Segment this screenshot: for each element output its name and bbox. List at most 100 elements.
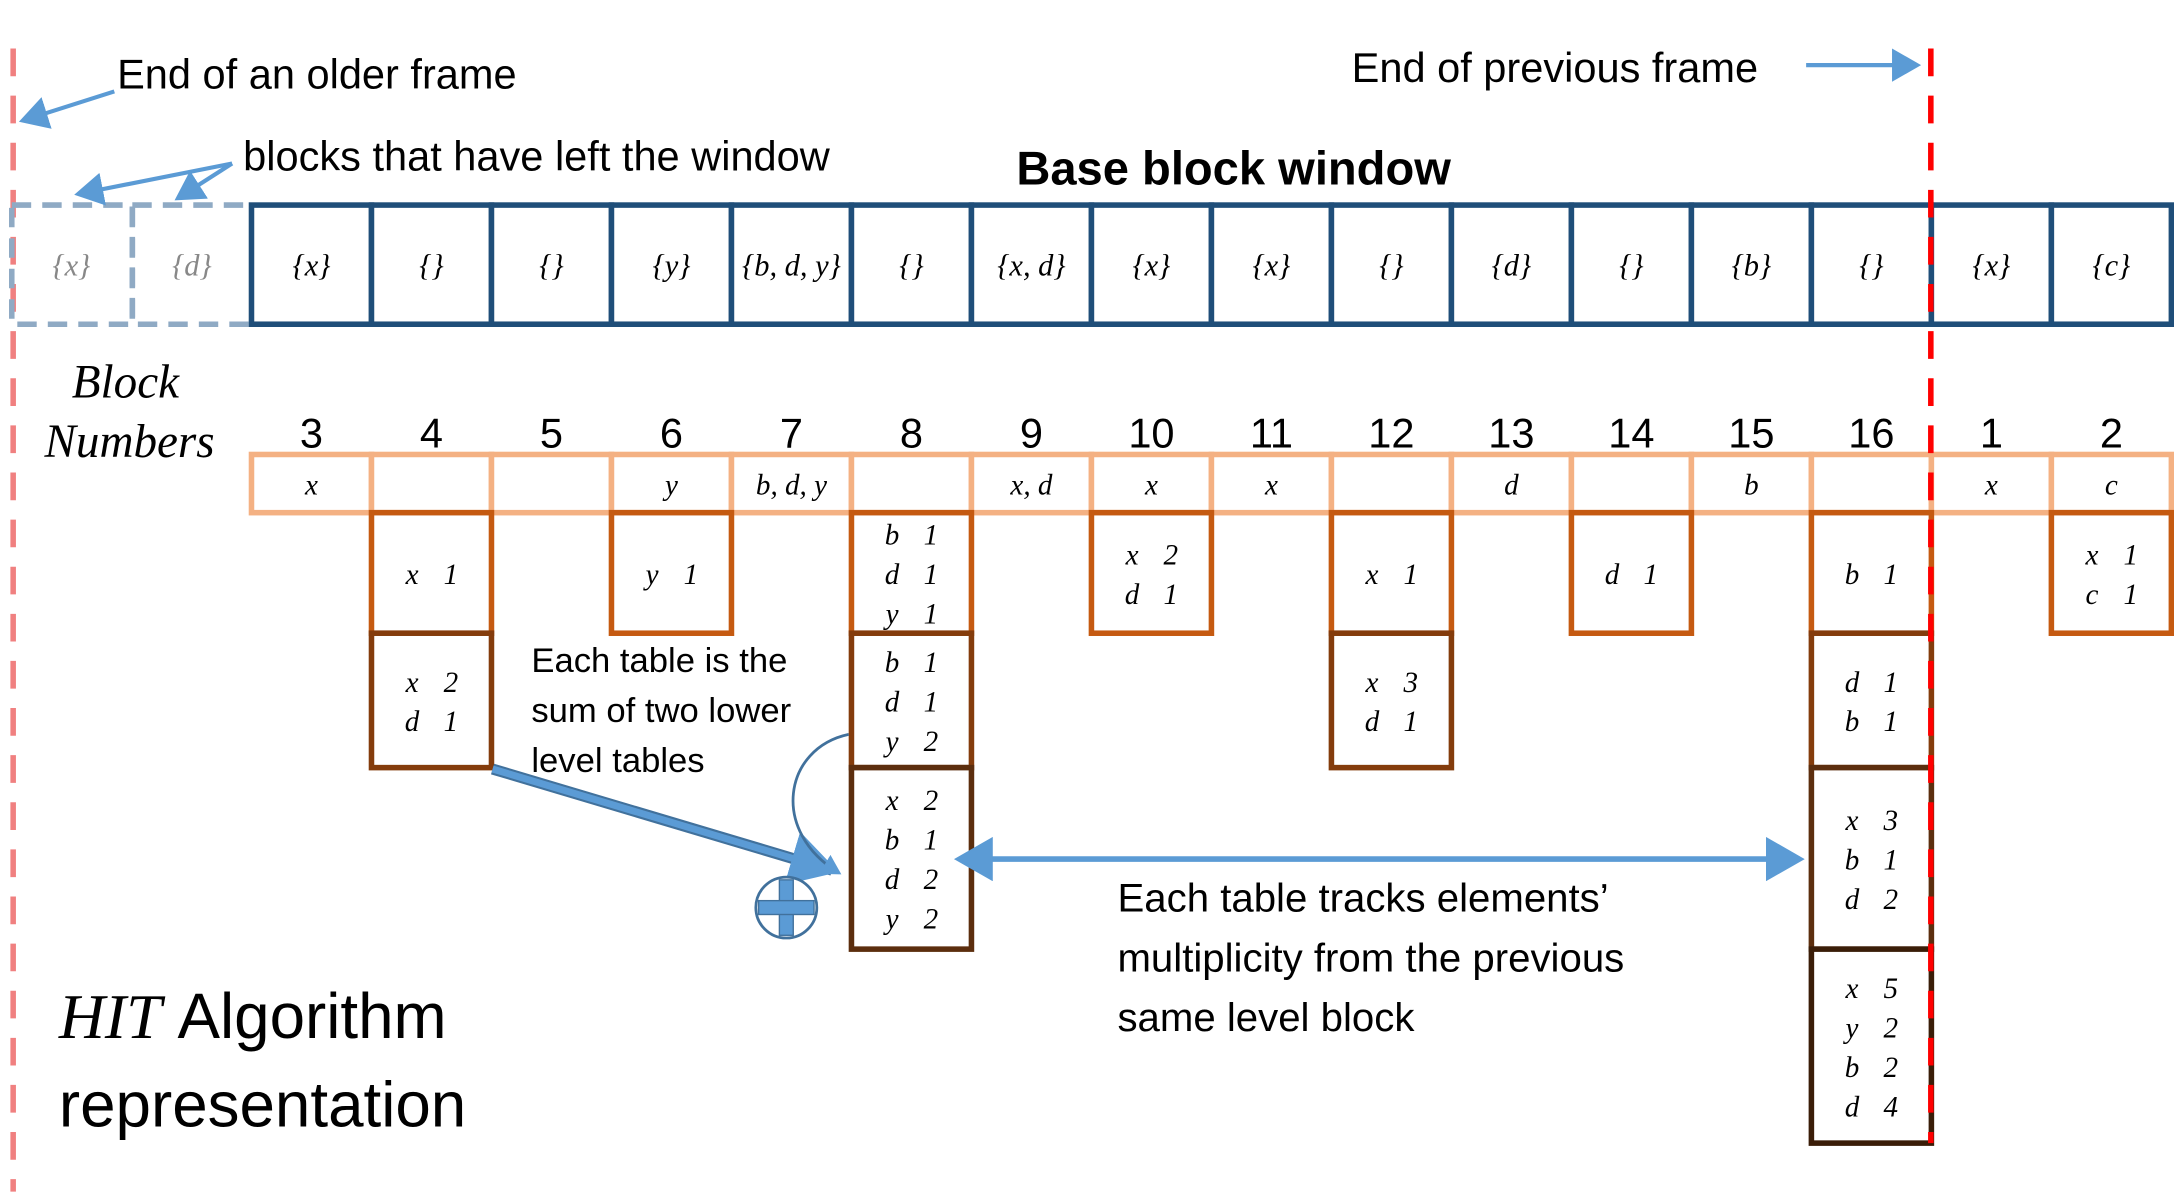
window-block-set: {}	[1859, 249, 1883, 283]
block-items-cell	[1568, 451, 1695, 516]
title-hit: HIT	[58, 981, 166, 1052]
diagram-title-line2: representation	[59, 1068, 466, 1140]
block-number: 9	[1020, 410, 1043, 457]
block-number: 7	[780, 410, 803, 457]
left-blocks-label: blocks that have left the window	[243, 132, 831, 179]
block-items: x	[304, 470, 318, 502]
window-block	[1448, 202, 1575, 328]
older-frame-arrow	[18, 89, 115, 129]
window-block	[848, 202, 975, 328]
table-count: 1	[924, 825, 939, 857]
table-count: 1	[924, 520, 939, 552]
level-1-table	[848, 509, 975, 636]
table-count: 1	[1644, 559, 1659, 591]
window-block	[368, 202, 495, 328]
table-element: c	[2086, 579, 2099, 611]
block-number: 16	[1848, 410, 1894, 457]
table-count: 1	[1884, 706, 1899, 738]
window-block-set: {x}	[1132, 249, 1170, 283]
level-1-table	[1808, 509, 1935, 636]
table-element: x	[885, 785, 899, 817]
block-number: 3	[300, 410, 323, 457]
table-count: 4	[1884, 1091, 1899, 1123]
block-number: 14	[1608, 410, 1654, 457]
level-1-table	[2048, 509, 2174, 636]
level-2-table	[848, 630, 975, 771]
table-element: y	[883, 726, 899, 758]
level-1-table	[1328, 509, 1455, 636]
level-1-table	[368, 509, 495, 636]
level-1-table	[608, 509, 735, 636]
block-number: 2	[2100, 410, 2123, 457]
table-element: b	[1845, 1052, 1860, 1084]
table-count: 2	[924, 904, 939, 936]
table-element: d	[1125, 579, 1140, 611]
window-block	[1328, 202, 1455, 328]
left-block-arrow-2	[174, 161, 234, 201]
block-items: d	[1504, 470, 1519, 502]
table-count: 2	[924, 785, 939, 817]
block-numbers-label-1: Block	[72, 357, 180, 409]
track-note-3: same level block	[1117, 995, 1415, 1040]
table-element: d	[1845, 884, 1860, 916]
table-element: x	[1125, 539, 1139, 571]
block-number: 11	[1250, 410, 1293, 457]
table-count: 2	[444, 667, 459, 699]
block-items-cell	[368, 451, 495, 516]
block-number: 5	[540, 410, 563, 457]
table-element: x	[2085, 539, 2099, 571]
window-block-set: {x, d}	[997, 249, 1065, 283]
window-block-set: {}	[1379, 249, 1403, 283]
block-items-cell	[1688, 451, 1815, 516]
table-element: d	[885, 687, 900, 719]
table-count: 2	[1164, 539, 1179, 571]
track-note-1: Each table tracks elements’	[1117, 876, 1608, 921]
table-count: 1	[2123, 579, 2138, 611]
table-count: 5	[1884, 973, 1899, 1005]
window-block-set: {b, d, y}	[742, 249, 841, 283]
block-items: x	[1144, 470, 1158, 502]
window-block-set: {c}	[2092, 249, 2130, 283]
window-block	[1208, 202, 1335, 328]
level-2-table	[368, 630, 495, 771]
table-element: y	[643, 559, 659, 591]
block-items: b	[1744, 470, 1759, 502]
table-count: 1	[684, 559, 699, 591]
table-element: b	[1845, 706, 1860, 738]
plus-icon	[754, 875, 819, 940]
window-title: Base block window	[1016, 141, 1451, 194]
table-count: 1	[1884, 667, 1899, 699]
window-block-set: {d}	[1492, 249, 1532, 283]
table-element: d	[1845, 1091, 1860, 1123]
block-items: y	[662, 470, 678, 502]
table-element: d	[885, 864, 900, 896]
table-count: 1	[924, 559, 939, 591]
sum-block-arrow-fill	[491, 765, 839, 885]
table-count: 1	[924, 599, 939, 631]
table-count: 2	[924, 864, 939, 896]
block-number: 13	[1488, 410, 1534, 457]
window-block-set: {}	[539, 249, 563, 283]
table-element: x	[405, 559, 419, 591]
left-block-set: {d}	[172, 249, 212, 283]
table-element: d	[405, 706, 420, 738]
sum-note-1: Each table is the	[531, 642, 787, 680]
table-element: x	[1845, 805, 1859, 837]
table-element: b	[1845, 559, 1860, 591]
block-items-cell	[1328, 451, 1455, 516]
table-element: d	[1605, 559, 1620, 591]
level-1-table	[1088, 509, 1215, 636]
diagram-title-line1: HIT Algorithm	[58, 980, 447, 1052]
block-items-cell	[968, 451, 1095, 516]
block-items-cell	[1808, 451, 1935, 516]
left-block-arrow-1	[74, 161, 233, 206]
older-frame-label: End of an older frame	[117, 51, 517, 98]
table-element: d	[885, 559, 900, 591]
window-block-set: {y}	[653, 249, 691, 283]
block-number: 10	[1128, 410, 1174, 457]
block-items: x	[1264, 470, 1278, 502]
table-element: b	[1845, 844, 1860, 876]
track-note-2: multiplicity from the previous	[1117, 935, 1624, 980]
table-element: y	[883, 904, 899, 936]
